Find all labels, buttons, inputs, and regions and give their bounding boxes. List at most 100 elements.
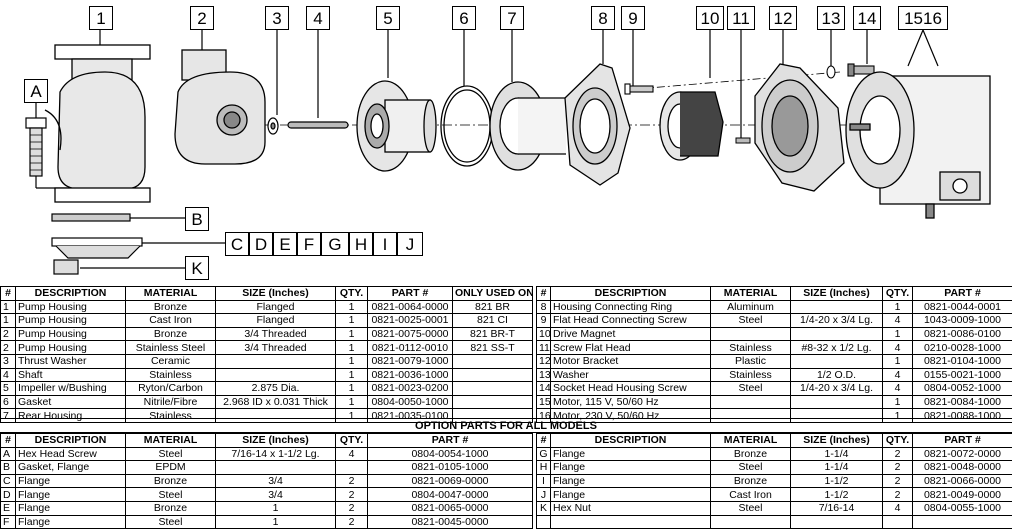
callout-1: 1 <box>89 6 113 30</box>
table-cell: Flanged <box>216 314 336 328</box>
table-cell: 2 <box>1 327 16 341</box>
table-cell: 0821-0045-0000 <box>368 515 533 529</box>
opt-header-description: DESCRIPTION <box>16 434 126 448</box>
table-cell: 1 <box>1 314 16 328</box>
table-cell: Drive Magnet <box>551 327 711 341</box>
table-cell <box>791 515 883 529</box>
callout-K: K <box>185 256 209 280</box>
exploded-view-diagram <box>0 0 1012 286</box>
header-qty-right: QTY. <box>883 287 913 301</box>
table-cell: 0821-0065-0000 <box>368 501 533 515</box>
table-cell: Ryton/Carbon <box>126 382 216 396</box>
table-cell <box>453 354 533 368</box>
table-cell: Steel <box>711 501 791 515</box>
callout-8: 8 <box>591 6 615 30</box>
table-cell: 0155-0021-1000 <box>913 368 1012 382</box>
table-cell: Bronze <box>126 327 216 341</box>
table-cell: Flange <box>551 488 711 502</box>
table-cell: 0821-0023-0200 <box>368 382 453 396</box>
table-cell: 7/16-14 <box>791 501 883 515</box>
header-material: MATERIAL <box>126 287 216 301</box>
table-cell: Flange <box>16 501 126 515</box>
table-cell <box>913 515 1012 529</box>
table-cell: 1 <box>336 300 368 314</box>
table-cell: 0821-0025-0001 <box>368 314 453 328</box>
opt-header-part-num: PART # <box>368 434 533 448</box>
table-cell <box>551 515 711 529</box>
table-cell: D <box>1 488 16 502</box>
table-cell: Flange <box>551 461 711 475</box>
table-cell: 3/4 <box>216 474 336 488</box>
table-cell <box>216 354 336 368</box>
opt-header-qty: QTY. <box>336 434 368 448</box>
table-cell: Shaft <box>16 368 126 382</box>
table-cell: 0821-0044-0001 <box>913 300 1012 314</box>
opt-header-material: MATERIAL <box>126 434 216 448</box>
table-cell: 2 <box>1 341 16 355</box>
table-cell: Flange <box>551 447 711 461</box>
opt-header-size: SIZE (Inches) <box>216 434 336 448</box>
table-cell: 4 <box>883 368 913 382</box>
table-cell: 0804-0047-0000 <box>368 488 533 502</box>
table-cell: F <box>1 515 16 529</box>
table-cell: 0821-0048-0000 <box>913 461 1012 475</box>
table-cell: H <box>537 461 551 475</box>
table-cell: Aluminum <box>711 300 791 314</box>
table-cell: Flanged <box>216 300 336 314</box>
table-cell: 0821-0086-0100 <box>913 327 1012 341</box>
table-cell: 1 <box>1 300 16 314</box>
table-cell: 0804-0054-1000 <box>368 447 533 461</box>
table-cell <box>537 515 551 529</box>
opt-header-num: # <box>1 434 16 448</box>
callout-E: E <box>273 232 297 256</box>
option-parts-table: # DESCRIPTION MATERIAL SIZE (Inches) QTY… <box>0 433 1012 529</box>
table-cell: Plastic <box>711 354 791 368</box>
table-cell: 0821-0084-1000 <box>913 395 1012 409</box>
table-cell: 0821-0066-0000 <box>913 474 1012 488</box>
table-cell: 2.968 ID x 0.031 Thick <box>216 395 336 409</box>
table-cell: Bronze <box>126 300 216 314</box>
table-cell: Nitrile/Fibre <box>126 395 216 409</box>
table-cell: Hex Head Screw <box>16 447 126 461</box>
header-description-right: DESCRIPTION <box>551 287 711 301</box>
table-cell: 0804-0052-1000 <box>913 382 1012 396</box>
table-cell: Steel <box>711 382 791 396</box>
table-cell: Pump Housing <box>16 327 126 341</box>
table-cell: Stainless Steel <box>126 341 216 355</box>
table-cell: 0804-0050-1000 <box>368 395 453 409</box>
table-cell: 0821-0104-1000 <box>913 354 1012 368</box>
table-cell: 1 <box>883 327 913 341</box>
table-cell: 1 <box>216 515 336 529</box>
table-cell: 4 <box>883 314 913 328</box>
table-cell: 2 <box>883 488 913 502</box>
table-cell <box>791 300 883 314</box>
parts-table: # DESCRIPTION MATERIAL SIZE (Inches) QTY… <box>0 286 1012 423</box>
callout-A: A <box>24 79 48 103</box>
callout-15: 15 <box>904 9 923 28</box>
table-cell: 4 <box>883 341 913 355</box>
table-cell: 821 SS-T <box>453 341 533 355</box>
callout-6: 6 <box>452 6 476 30</box>
table-cell: 821 CI <box>453 314 533 328</box>
table-cell: 2 <box>883 474 913 488</box>
table-cell: Screw Flat Head <box>551 341 711 355</box>
header-num-right: # <box>537 287 551 301</box>
header-num: # <box>1 287 16 301</box>
table-cell: 15 <box>537 395 551 409</box>
table-cell: 0821-0112-0010 <box>368 341 453 355</box>
header-material-right: MATERIAL <box>711 287 791 301</box>
callout-H: H <box>349 232 373 256</box>
table-cell: 2 <box>336 501 368 515</box>
table-cell: G <box>537 447 551 461</box>
table-cell: 0821-0079-1000 <box>368 354 453 368</box>
table-cell: Impeller w/Bushing <box>16 382 126 396</box>
callout-10: 10 <box>696 6 724 30</box>
table-cell: Socket Head Housing Screw <box>551 382 711 396</box>
table-cell: Hex Nut <box>551 501 711 515</box>
callout-13: 13 <box>817 6 845 30</box>
